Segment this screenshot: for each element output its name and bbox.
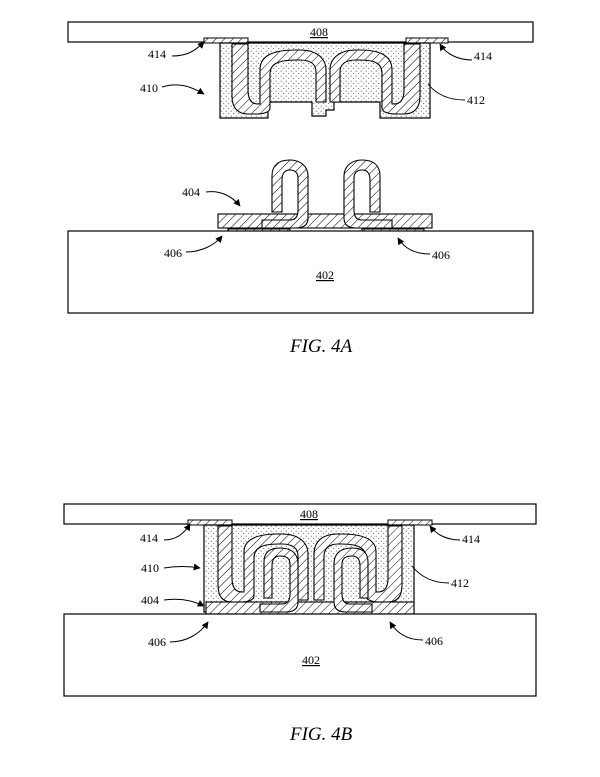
leader-412 [411, 565, 450, 584]
upper-substrate-408 [67, 21, 534, 43]
figure-4b: 408 402 414 414 410 412 404 406 406 FIG.… [63, 503, 537, 745]
label-414-right: 414 [474, 49, 492, 63]
label-402: 402 [316, 268, 334, 282]
pad-414-left [187, 519, 233, 526]
contact-412-left [231, 43, 327, 115]
label-406-right: 406 [425, 634, 443, 648]
label-408: 408 [300, 507, 318, 521]
pad-414-right [387, 519, 433, 526]
label-404: 404 [182, 185, 200, 199]
label-414-right: 414 [462, 532, 480, 546]
label-410: 410 [140, 81, 158, 95]
leader-412 [427, 83, 466, 101]
upper-substrate-408 [63, 503, 537, 525]
leader-414-left [171, 41, 205, 57]
leader-406-left [185, 235, 223, 253]
figure-4a: 408 414 414 410 412 404 402 406 406 [67, 21, 534, 357]
pad-414-right [405, 37, 449, 44]
caption-fig-4b: FIG. 4B [289, 724, 353, 745]
leader-406-right [389, 621, 424, 641]
label-406-right: 406 [432, 248, 450, 262]
carrier-layer-404 [217, 213, 433, 229]
pad-414-left [203, 37, 249, 44]
leader-414-right [439, 43, 473, 61]
label-408: 408 [310, 25, 328, 39]
spring-contact-404-right [343, 159, 393, 229]
lower-substrate-402 [67, 230, 534, 314]
label-402: 402 [302, 653, 320, 667]
spring-contact-404-left [261, 159, 309, 229]
contact-412-right [329, 43, 421, 115]
label-406-left: 406 [164, 246, 182, 260]
label-404: 404 [141, 593, 159, 607]
label-410: 410 [141, 561, 159, 575]
label-412: 412 [451, 576, 469, 590]
spring-contact-404-right [333, 547, 373, 613]
label-412: 412 [467, 93, 485, 107]
label-414-left: 414 [140, 531, 158, 545]
leader-410 [161, 84, 205, 95]
label-406-left: 406 [148, 635, 166, 649]
spring-contact-404-left [259, 547, 299, 613]
leader-404 [163, 598, 205, 607]
leader-414-right [429, 525, 461, 541]
leader-410 [163, 563, 201, 571]
label-414-left: 414 [148, 47, 166, 61]
leader-406-right [397, 237, 431, 255]
carrier-layer-404 [205, 601, 415, 615]
leader-406-left [169, 621, 209, 643]
leader-414-left [163, 523, 191, 541]
lower-substrate-402 [63, 613, 537, 697]
leader-404 [205, 191, 241, 207]
caption-fig-4a: FIG. 4A [289, 336, 353, 357]
